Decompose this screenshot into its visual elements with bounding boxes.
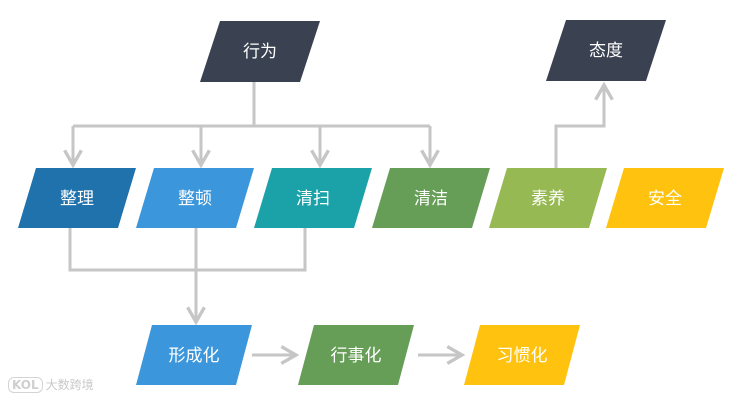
connector-merge-bar (68, 228, 307, 272)
node-seiton[interactable]: 整顿 (136, 168, 254, 228)
connectors (63, 81, 614, 365)
watermark: KOL 大数跨境 (8, 376, 94, 393)
node-formalize-shape (136, 325, 252, 385)
node-seiso-label: 清扫 (296, 189, 330, 209)
node-attitude-label: 态度 (589, 41, 623, 61)
node-seiton-shape (136, 168, 254, 228)
node-shitsuke[interactable]: 素养 (489, 168, 607, 228)
node-routinize[interactable]: 行事化 (298, 325, 414, 385)
node-routinize-shape (298, 325, 414, 385)
node-routinize-label: 行事化 (331, 346, 382, 366)
node-formalize-label: 形成化 (169, 346, 220, 366)
node-seiri-label: 整理 (60, 189, 94, 209)
node-seiketsu[interactable]: 清洁 (372, 168, 490, 228)
node-seiso-shape (254, 168, 372, 228)
node-safety-label: 安全 (648, 189, 682, 209)
node-attitude[interactable]: 态度 (546, 20, 666, 81)
node-safety-shape (606, 168, 724, 228)
node-formalize[interactable]: 形成化 (136, 325, 252, 385)
node-habituate-shape (464, 325, 580, 385)
node-seiketsu-shape (372, 168, 490, 228)
watermark-logo: KOL (8, 376, 43, 393)
node-seiri[interactable]: 整理 (18, 168, 136, 228)
node-seiri-shape (18, 168, 136, 228)
connector-shitsuke-to-attitude (554, 81, 614, 168)
node-safety[interactable]: 安全 (606, 168, 724, 228)
node-behavior-label: 行为 (243, 42, 277, 62)
node-behavior[interactable]: 行为 (200, 21, 320, 82)
node-seiton-label: 整顿 (178, 189, 212, 209)
node-seiso[interactable]: 清扫 (254, 168, 372, 228)
watermark-text: 大数跨境 (45, 378, 94, 392)
node-habituate[interactable]: 习惯化 (464, 325, 580, 385)
node-shitsuke-shape (489, 168, 607, 228)
node-shitsuke-label: 素养 (531, 189, 565, 209)
node-attitude-shape (546, 20, 666, 81)
node-seiketsu-label: 清洁 (414, 189, 448, 209)
node-behavior-shape (200, 21, 320, 82)
node-habituate-label: 习惯化 (497, 346, 548, 366)
